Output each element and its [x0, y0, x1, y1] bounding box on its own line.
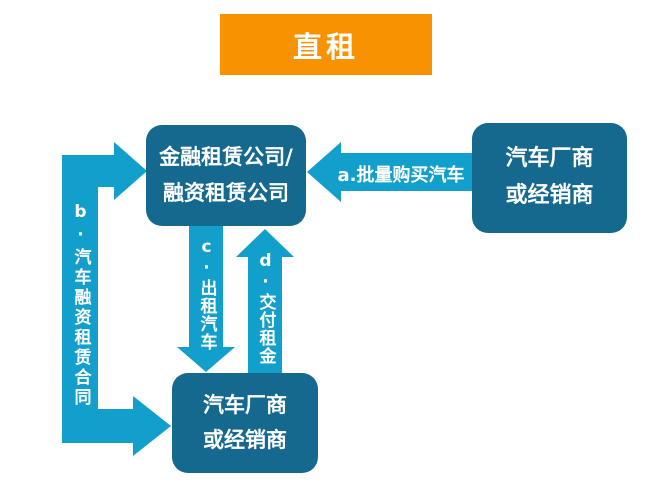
- edge-b-vertical-bar: [62, 155, 98, 443]
- node-leasing-company-line2: 融资租赁公司: [163, 180, 289, 205]
- node-manufacturer-right-line2: 或经销商: [505, 183, 594, 208]
- edge-b-bottom-arrowhead-icon: [133, 396, 171, 456]
- edge-b-label: b·汽车融资租赁合同: [70, 202, 91, 408]
- node-leasing-company-line1: 金融租赁公司/: [159, 145, 293, 170]
- title-banner: 直租: [220, 14, 432, 75]
- edge-a-body: [340, 153, 472, 191]
- node-leasing-company: 金融租赁公司/ 融资租赁公司: [146, 125, 306, 226]
- node-manufacturer-bottom-line2: 或经销商: [203, 428, 287, 452]
- edge-c-arrowhead-icon: [177, 347, 235, 372]
- node-manufacturer-right-line1: 汽车厂商: [505, 146, 594, 172]
- edge-b-bottom-arm: [62, 409, 134, 443]
- edge-a-arrowhead-icon: [307, 142, 341, 202]
- edge-b-top-arm: [62, 155, 115, 187]
- node-manufacturer-bottom-line1: 汽车厂商: [203, 392, 287, 417]
- node-manufacturer-bottom: 汽车厂商 或经销商: [172, 373, 318, 473]
- edge-b-top-arrowhead-icon: [114, 142, 147, 200]
- edge-a-label: a.批量购买汽车: [337, 165, 465, 186]
- edge-d-arrowhead-icon: [236, 229, 294, 257]
- diagram-title: 直租: [292, 29, 359, 64]
- edge-d-label: d·交付租金: [255, 251, 276, 365]
- node-manufacturer-right: 汽车厂商 或经销商: [472, 123, 627, 233]
- edge-d-body: [248, 256, 282, 373]
- edge-c-label: c·出租汽车: [196, 237, 217, 351]
- edge-c-body: [189, 226, 223, 347]
